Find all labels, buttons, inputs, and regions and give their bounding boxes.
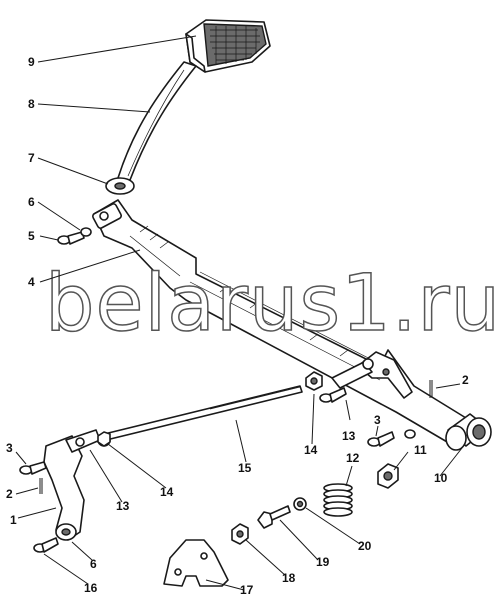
callout-6-lower: 6 (90, 557, 97, 571)
callout-4: 4 (28, 275, 35, 289)
callout-5: 5 (28, 229, 35, 243)
callout-20: 20 (358, 539, 372, 553)
callout-16: 16 (84, 581, 98, 595)
washer-7 (105, 177, 135, 195)
pedal-pad (185, 19, 271, 73)
bracket-17 (163, 539, 229, 587)
callout-1: 1 (10, 513, 17, 527)
callout-14: 14 (304, 443, 318, 457)
callout-18: 18 (282, 571, 296, 585)
washer-20 (293, 497, 307, 511)
callout-6: 6 (28, 195, 35, 209)
washer-6-upper (80, 227, 92, 237)
callout-15: 15 (238, 461, 252, 475)
lower-lever (43, 429, 101, 541)
cotter-pin-2-lower (39, 478, 43, 494)
nut-11 (377, 463, 399, 489)
spring-12 (323, 483, 353, 517)
nut-14-lower (97, 431, 111, 447)
callout-2: 2 (462, 373, 469, 387)
bolt-upper (319, 387, 347, 403)
bushing-10 (445, 413, 492, 451)
callout-11: 11 (414, 443, 427, 457)
nut-18 (231, 523, 249, 545)
callout-14-lower: 14 (160, 485, 174, 499)
callout-3: 3 (374, 413, 381, 427)
callout-12: 12 (346, 451, 360, 465)
pull-rod-15 (95, 385, 303, 447)
bolt-16 (33, 537, 59, 553)
nut-14-upper (305, 371, 323, 391)
callout-17: 17 (240, 583, 254, 597)
cotter-pin-2-upper (429, 380, 433, 398)
callout-2-lower: 2 (6, 487, 13, 501)
bolt-5 (57, 231, 85, 245)
upper-bracket (331, 351, 413, 399)
callout-13-lower: 13 (116, 499, 130, 513)
callout-labels: 9 8 7 6 5 4 2 3 13 14 12 11 10 15 3 2 1 … (6, 55, 469, 597)
washer-small-upper (404, 429, 416, 439)
bolt-3-lower (19, 461, 47, 475)
callout-13: 13 (342, 429, 356, 443)
bolt-3-upper (367, 431, 395, 447)
callout-19: 19 (316, 555, 330, 569)
watermark-text: belarus1.ru (45, 259, 500, 349)
leader-lines (15, 35, 463, 591)
callout-9: 9 (28, 55, 35, 69)
bolt-19 (257, 505, 291, 529)
callout-3-lower: 3 (6, 441, 13, 455)
callout-8: 8 (28, 97, 35, 111)
callout-10: 10 (434, 471, 448, 485)
callout-7: 7 (28, 151, 35, 165)
pedal-arm (117, 61, 197, 181)
